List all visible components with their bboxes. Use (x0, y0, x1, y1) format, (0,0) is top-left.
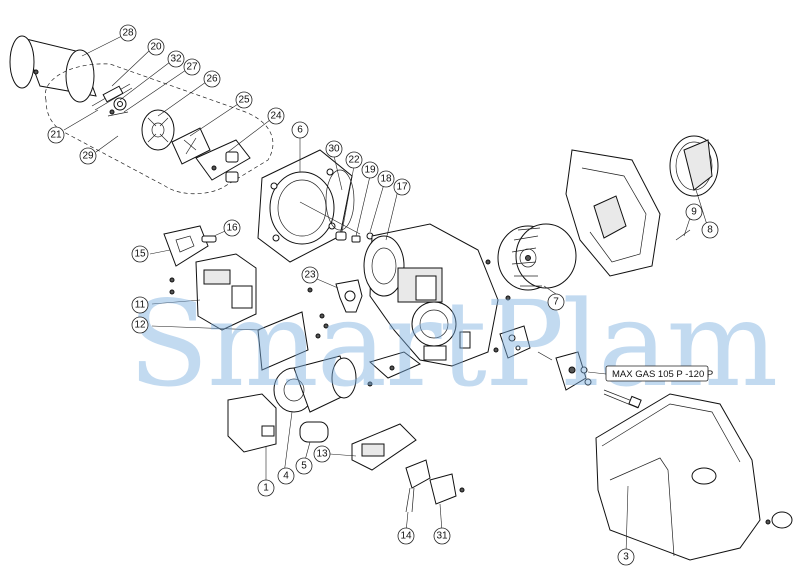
burner-cover-part (595, 393, 793, 561)
callout-11: 11 (131, 296, 149, 314)
callout-3: 3 (617, 548, 635, 566)
damper-rod-part (675, 229, 691, 241)
callout-1: 1 (257, 479, 275, 497)
terminal-strip-part (405, 459, 431, 513)
fan-impeller-part (497, 223, 577, 291)
pump-block-part (537, 351, 592, 391)
svg-text:13: 13 (316, 449, 328, 460)
svg-text:12: 12 (134, 320, 146, 331)
svg-text:3: 3 (623, 552, 629, 563)
svg-text:31: 31 (436, 531, 448, 542)
cover-plate-part (163, 225, 209, 267)
callout-32: 32 (167, 50, 185, 68)
svg-text:1: 1 (263, 483, 269, 494)
diffuser-part (171, 127, 211, 165)
svg-text:9: 9 (691, 207, 697, 218)
electrode-assembly-part (91, 83, 133, 117)
svg-text:32: 32 (170, 54, 182, 65)
fan-housing-part (565, 149, 661, 277)
svg-text:25: 25 (238, 95, 250, 106)
callout-21: 21 (47, 126, 65, 144)
callout-5: 5 (295, 457, 313, 475)
callout-6: 6 (291, 121, 309, 139)
blast-tube-part (9, 35, 97, 103)
callout-25: 25 (235, 91, 253, 109)
flange-part (257, 149, 361, 263)
air-pressure-switch-part (335, 279, 363, 313)
svg-text:21: 21 (50, 130, 62, 141)
connector-part (429, 473, 465, 505)
svg-text:7: 7 (553, 297, 559, 308)
svg-text:8: 8 (707, 225, 713, 236)
callout-18: 18 (377, 170, 395, 188)
svg-text:6: 6 (297, 125, 303, 136)
callout-7: 7 (547, 293, 565, 311)
callout-12: 12 (131, 316, 149, 334)
callout-16: 16 (223, 219, 241, 237)
mounting-bracket-part (368, 351, 421, 379)
svg-text:4: 4 (283, 471, 289, 482)
gasket-plate-part (499, 325, 531, 359)
leader-lines (63, 35, 709, 555)
callout-15: 15 (131, 245, 149, 263)
burner-housing-part (363, 223, 499, 367)
callout-26: 26 (203, 70, 221, 88)
svg-text:16: 16 (226, 223, 238, 234)
callout-29: 29 (79, 147, 97, 165)
motor-part (273, 355, 357, 413)
model-label: MAX GAS 105 P -120 P (587, 365, 713, 382)
gasket-part (325, 169, 355, 231)
svg-text:27: 27 (186, 62, 198, 73)
callout-9: 9 (685, 203, 703, 221)
capacitor-part (299, 421, 329, 443)
svg-text:23: 23 (304, 270, 316, 281)
callout-13: 13 (313, 445, 331, 463)
electrical-box-part (351, 423, 417, 471)
model-label-text: MAX GAS 105 P -120 P (612, 369, 713, 380)
control-box-part (169, 253, 257, 331)
callout-27: 27 (183, 58, 201, 76)
callout-24: 24 (267, 107, 285, 125)
gas-head-part (195, 139, 251, 183)
callout-8: 8 (701, 221, 719, 239)
svg-text:22: 22 (348, 155, 360, 166)
svg-text:29: 29 (82, 151, 94, 162)
callout-31: 31 (433, 527, 451, 545)
callout-28: 28 (119, 24, 137, 42)
svg-text:5: 5 (301, 461, 307, 472)
svg-text:19: 19 (364, 165, 376, 176)
svg-text:24: 24 (270, 111, 282, 122)
callout-23: 23 (301, 266, 319, 284)
head-assembly-outline (44, 63, 274, 195)
callout-4: 4 (277, 467, 295, 485)
air-damper-part (669, 135, 719, 197)
callout-19: 19 (361, 161, 379, 179)
svg-text:26: 26 (206, 74, 218, 85)
svg-text:28: 28 (122, 28, 134, 39)
swirl-disc-part (141, 109, 175, 151)
fasteners-part (335, 231, 374, 243)
pin-part (201, 235, 217, 243)
bracket-plate-part (257, 311, 309, 371)
svg-text:14: 14 (400, 531, 412, 542)
callout-17: 17 (393, 178, 411, 196)
svg-text:17: 17 (396, 182, 408, 193)
svg-text:30: 30 (328, 144, 340, 155)
callout-30: 30 (325, 140, 343, 158)
callout-22: 22 (345, 151, 363, 169)
callout-20: 20 (147, 38, 165, 56)
svg-text:18: 18 (380, 174, 392, 185)
svg-text:11: 11 (135, 300, 146, 311)
svg-text:15: 15 (134, 249, 146, 260)
screws-part (307, 259, 511, 387)
callout-14: 14 (397, 527, 415, 545)
ignition-transformer-part (227, 393, 277, 453)
svg-text:20: 20 (150, 42, 162, 53)
watermark-text: SmartPlam (128, 275, 776, 413)
